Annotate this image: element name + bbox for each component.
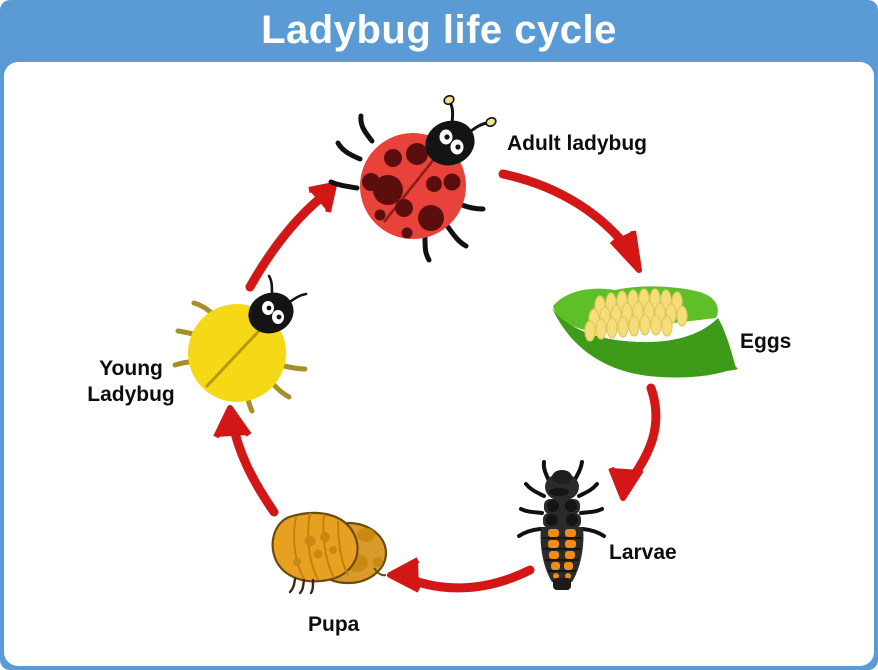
arrow-adult-to-eggs [498, 169, 642, 273]
eggs-illustration [552, 286, 738, 378]
stage-label-eggs: Eggs [740, 330, 792, 353]
larvae-illustration [517, 460, 606, 590]
stage-label-larvae: Larvae [609, 541, 677, 564]
young-ladybug-illustration [172, 274, 308, 414]
stage-label-pupa: Pupa [308, 613, 360, 636]
arrow-larvae-to-pupa [387, 557, 535, 593]
pupa-illustration [271, 511, 388, 595]
arrow-young-to-adult [245, 182, 337, 292]
adult-ladybug-illustration [328, 95, 497, 263]
stage-label-adult: Adult ladybug [507, 132, 647, 155]
arrow-eggs-to-larvae [608, 383, 661, 501]
page-title: Ladybug life cycle [261, 8, 617, 52]
stage-label-young-ladybug: Young Ladybug [87, 357, 175, 406]
arrow-pupa-to-young [213, 405, 279, 517]
